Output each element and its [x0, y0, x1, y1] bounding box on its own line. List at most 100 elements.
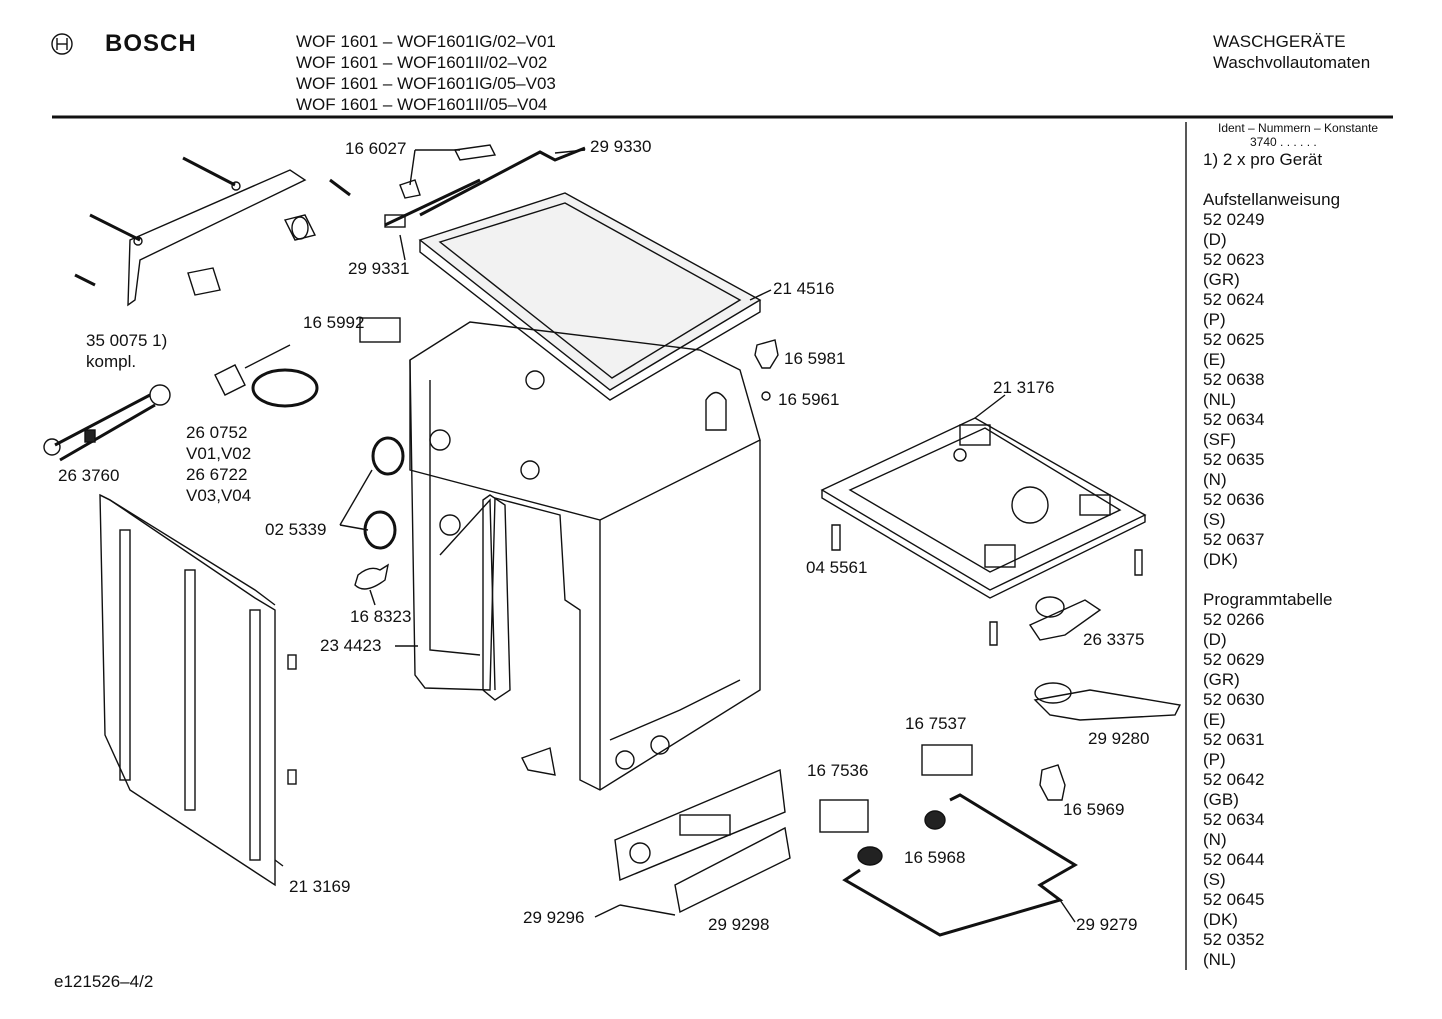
- cap-part-upper: [924, 810, 946, 830]
- model-line-3: WOF 1601 – WOF1601IG/05–V03: [296, 74, 556, 93]
- programm-item: (GB): [1203, 790, 1239, 809]
- part-label-165969: 16 5969: [1063, 800, 1125, 819]
- aufstell-item: (S): [1203, 510, 1226, 529]
- control-panel-part: [614, 768, 786, 881]
- base-frame-part: [820, 417, 1147, 599]
- part-label-266722: 26 6722: [186, 465, 248, 484]
- grommet-part: [761, 391, 771, 401]
- aufstell-item: (GR): [1203, 270, 1240, 289]
- model-line-2: WOF 1601 – WOF1601II/02–V02: [296, 53, 548, 72]
- part-label-v0102: V01,V02: [186, 444, 252, 463]
- part-label-213169: 21 3169: [289, 877, 351, 896]
- programm-item: (DK): [1203, 910, 1238, 929]
- programm-item: (GR): [1203, 670, 1240, 689]
- programm-title: Programmtabelle: [1203, 590, 1333, 609]
- aufstell-title: Aufstellanweisung: [1203, 190, 1341, 209]
- aufstell-item: 52 0637: [1203, 530, 1265, 549]
- programm-item: 52 0629: [1203, 650, 1265, 669]
- aufstell-item: (E): [1203, 350, 1226, 369]
- part-label-045561: 04 5561: [806, 558, 868, 577]
- part-label-kompl: kompl.: [86, 352, 137, 371]
- seal-ring-top: [371, 436, 405, 476]
- part-label-214516: 21 4516: [773, 279, 835, 298]
- programm-item: (E): [1203, 710, 1226, 729]
- part-label-299279: 29 9279: [1076, 915, 1138, 934]
- sump-part: [1033, 689, 1182, 721]
- drawing-code: e121526–4/2: [54, 972, 154, 991]
- part-label-168323: 16 8323: [350, 607, 412, 626]
- label-plate-part: [359, 317, 401, 343]
- aufstell-item: 52 0624: [1203, 290, 1265, 309]
- part-label-299296: 29 9296: [523, 908, 585, 927]
- aufstell-item: (D): [1203, 230, 1227, 249]
- part-label-167537: 16 7537: [905, 714, 967, 733]
- aufstell-item: 52 0625: [1203, 330, 1265, 349]
- programm-item: 52 0634: [1203, 810, 1265, 829]
- part-label-165968: 16 5968: [904, 848, 966, 867]
- category-subtitle: Waschvollautomaten: [1213, 53, 1371, 72]
- ident-value: 3740 . . . . . .: [1250, 135, 1317, 149]
- part-label-263760: 26 3760: [58, 466, 120, 485]
- lid-rod-inner: [384, 178, 481, 227]
- aufstell-item: 52 0249: [1203, 210, 1265, 229]
- part-label-350075: 35 0075 1): [86, 331, 168, 350]
- category-title: WASCHGERÄTE: [1213, 32, 1346, 51]
- bosch-logo-icon: [51, 33, 73, 55]
- part-label-213176: 21 3176: [993, 378, 1055, 397]
- part-label-299330: 29 9330: [590, 137, 652, 156]
- programm-item: 52 0645: [1203, 890, 1265, 909]
- aufstell-item: 52 0636: [1203, 490, 1265, 509]
- part-label-299331: 29 9331: [348, 259, 410, 278]
- aufstell-item: (SF): [1203, 430, 1237, 449]
- part-label-299298: 29 9298: [708, 915, 770, 934]
- programm-item: (P): [1203, 750, 1226, 769]
- programm-item: 52 0642: [1203, 770, 1265, 789]
- power-cable-part: [251, 368, 319, 408]
- pump-bracket-part: [1028, 599, 1102, 641]
- aufstell-item: (DK): [1203, 550, 1238, 569]
- top-cover-part: [418, 192, 762, 401]
- cap-part-lower: [857, 846, 883, 866]
- level-sensor-part: [1039, 764, 1066, 801]
- programm-item: (S): [1203, 870, 1226, 889]
- mount-bracket-part: [521, 747, 556, 776]
- aufstell-item: 52 0638: [1203, 370, 1265, 389]
- screw-part: [831, 524, 841, 551]
- aufstell-item: 52 0634: [1203, 410, 1265, 429]
- part-label-260752: 26 0752: [186, 423, 248, 442]
- brand-logo: BOSCH: [105, 30, 197, 57]
- aufstell-item: 52 0635: [1203, 450, 1265, 469]
- programm-item: 52 0644: [1203, 850, 1265, 869]
- aufstell-item: (NL): [1203, 390, 1237, 409]
- detergent-drawer-part: [674, 826, 791, 914]
- sidebar: 1) 2 x pro Gerät Aufstellanweisung 52 02…: [1203, 150, 1433, 970]
- model-line-1: WOF 1601 – WOF1601IG/02–V01: [296, 32, 556, 51]
- programm-item: (N): [1203, 830, 1227, 849]
- part-label-025339: 02 5339: [265, 520, 327, 539]
- model-line-4: WOF 1601 – WOF1601II/05–V04: [296, 95, 548, 114]
- aufstell-item: (N): [1203, 470, 1227, 489]
- sidebar-note: 1) 2 x pro Gerät: [1203, 150, 1323, 169]
- side-panel-part: [99, 493, 297, 887]
- part-label-v0304: V03,V04: [186, 486, 252, 505]
- heating-element-part: [842, 793, 1078, 937]
- programm-item: 52 0352: [1203, 930, 1265, 949]
- part-label-263375: 26 3375: [1083, 630, 1145, 649]
- lid-rod-part: [419, 146, 586, 217]
- programm-item: (NL): [1203, 950, 1237, 969]
- part-label-299280: 29 9280: [1088, 729, 1150, 748]
- module-part-167536: [819, 799, 869, 833]
- transport-bracket-part: [74, 156, 351, 307]
- aufstell-item: 52 0623: [1203, 250, 1265, 269]
- programm-item: 52 0266: [1203, 610, 1265, 629]
- aufstell-item: (P): [1203, 310, 1226, 329]
- part-label-165981: 16 5981: [784, 349, 846, 368]
- part-label-234423: 23 4423: [320, 636, 382, 655]
- part-label-165992: 16 5992: [303, 313, 365, 332]
- programm-item: 52 0630: [1203, 690, 1265, 709]
- foot-part: [754, 339, 779, 369]
- part-label-167536: 16 7536: [807, 761, 869, 780]
- wrench-tool-icon: [54, 393, 156, 462]
- seal-ring-bottom: [363, 510, 397, 550]
